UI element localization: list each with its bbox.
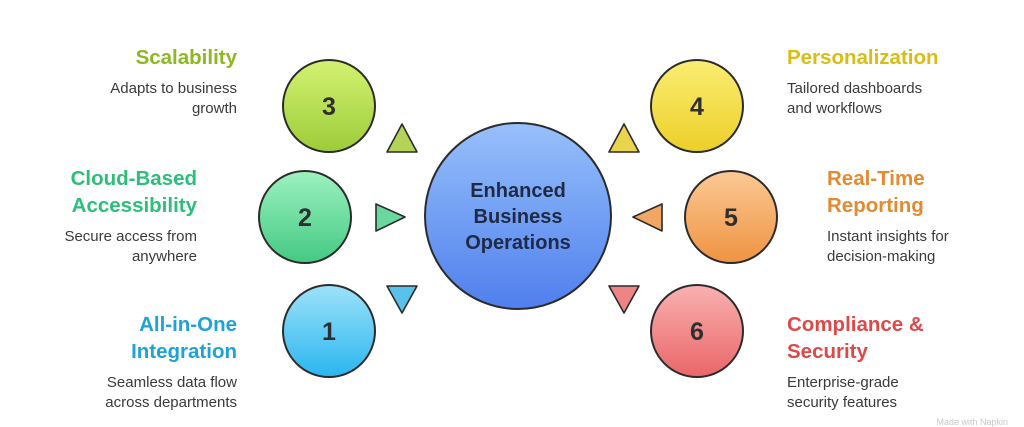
item-title: Scalability	[135, 46, 237, 69]
circle-number-6: 6	[690, 318, 704, 346]
label-all-in-one-integration: All-in-One Integration Seamless data flo…	[0, 311, 237, 413]
pointer-arrow-all-in-one-integration	[386, 285, 418, 314]
item-description: Tailored dashboards and workflows	[787, 80, 923, 117]
item-title: Personalization	[787, 46, 939, 69]
center-text-line: Operations	[465, 232, 571, 254]
number-circle-3	[282, 59, 376, 153]
item-description: Secure access from anywhere	[64, 228, 197, 265]
item-title: Cloud-Based Accessibility	[70, 167, 197, 217]
item-title: Compliance & Security	[787, 313, 924, 363]
number-circle-1	[282, 284, 376, 378]
pointer-arrow-scalability	[386, 123, 418, 153]
item-description: Enterprise-grade security features	[787, 374, 899, 411]
watermark: Made with Napkin	[936, 417, 1008, 427]
circle-number-2: 2	[298, 204, 312, 232]
circles-layer: 3 2 1 4 5 6	[258, 59, 778, 378]
number-circle-4	[650, 59, 744, 153]
label-scalability: Scalability Adapts to business growth	[0, 44, 237, 119]
item-description: Seamless data flow across departments	[105, 374, 237, 411]
pointer-arrow-cloud-based-accessibility	[375, 203, 406, 232]
label-personalization: Personalization Tailored dashboards and …	[787, 44, 1024, 119]
label-compliance-security: Compliance & Security Enterprise-grade s…	[787, 311, 1024, 413]
circle-number-5: 5	[724, 204, 738, 232]
center-text-line: Enhanced	[470, 180, 566, 202]
number-circle-5	[684, 170, 778, 264]
pointer-arrow-personalization	[608, 123, 640, 153]
label-real-time-reporting: Real-Time Reporting Instant insights for…	[827, 165, 1024, 267]
number-circle-2	[258, 170, 352, 264]
item-title: All-in-One Integration	[131, 313, 237, 363]
item-description: Adapts to business growth	[110, 80, 237, 117]
pointer-arrow-real-time-reporting	[632, 203, 663, 232]
center-text-line: Business	[474, 206, 563, 228]
center-circle	[424, 122, 612, 310]
item-description: Instant insights for decision-making	[827, 228, 949, 265]
circle-number-3: 3	[322, 93, 336, 121]
item-title: Real-Time Reporting	[827, 167, 925, 217]
number-circle-6	[650, 284, 744, 378]
circle-number-1: 1	[322, 318, 336, 346]
label-cloud-based-accessibility: Cloud-Based Accessibility Secure access …	[0, 165, 197, 267]
circle-number-4: 4	[690, 93, 704, 121]
pointers-layer	[375, 123, 663, 314]
pointer-arrow-compliance-security	[608, 285, 640, 314]
